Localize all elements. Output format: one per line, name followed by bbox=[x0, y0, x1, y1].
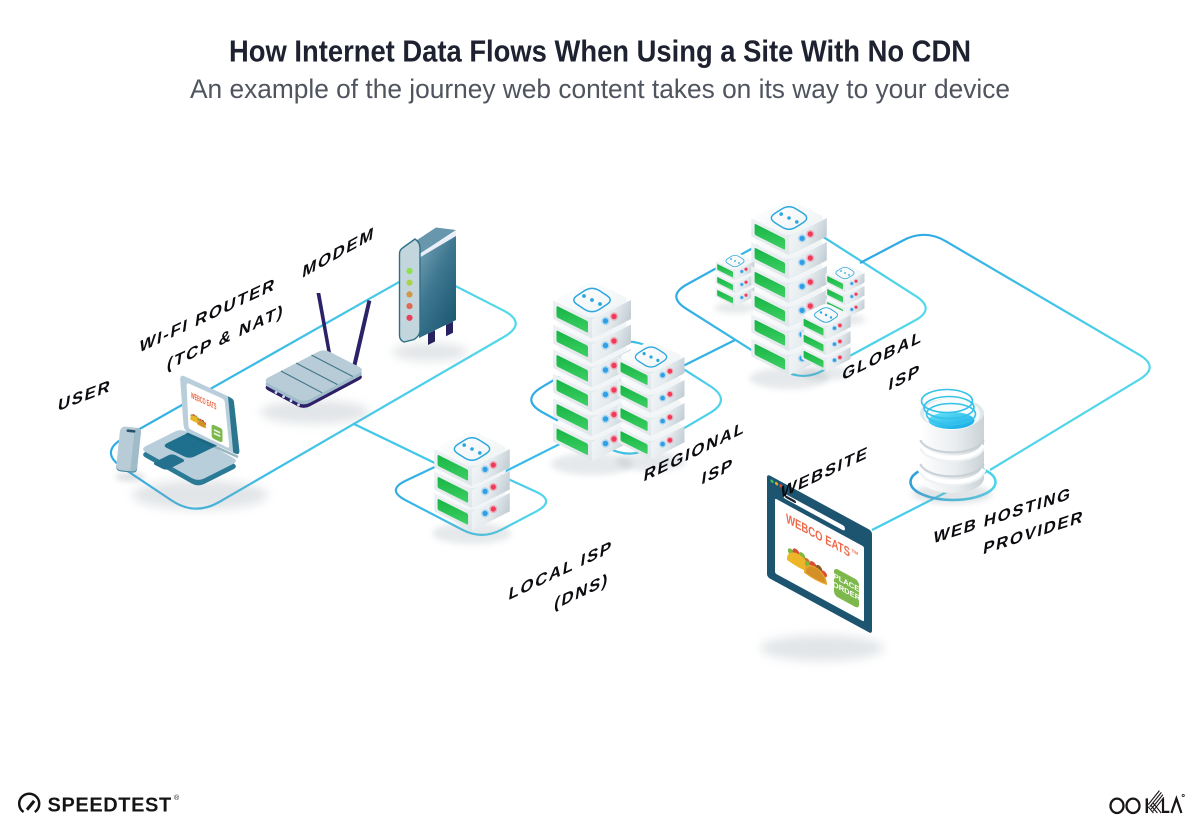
svg-text:SPEEDTEST: SPEEDTEST bbox=[48, 795, 172, 817]
svg-text:®: ® bbox=[174, 794, 180, 802]
svg-text:An example of the journey web: An example of the journey web content ta… bbox=[190, 74, 1010, 104]
svg-text:TM: TM bbox=[852, 548, 858, 557]
svg-text:How Internet Data Flows When U: How Internet Data Flows When Using a Sit… bbox=[229, 34, 971, 69]
